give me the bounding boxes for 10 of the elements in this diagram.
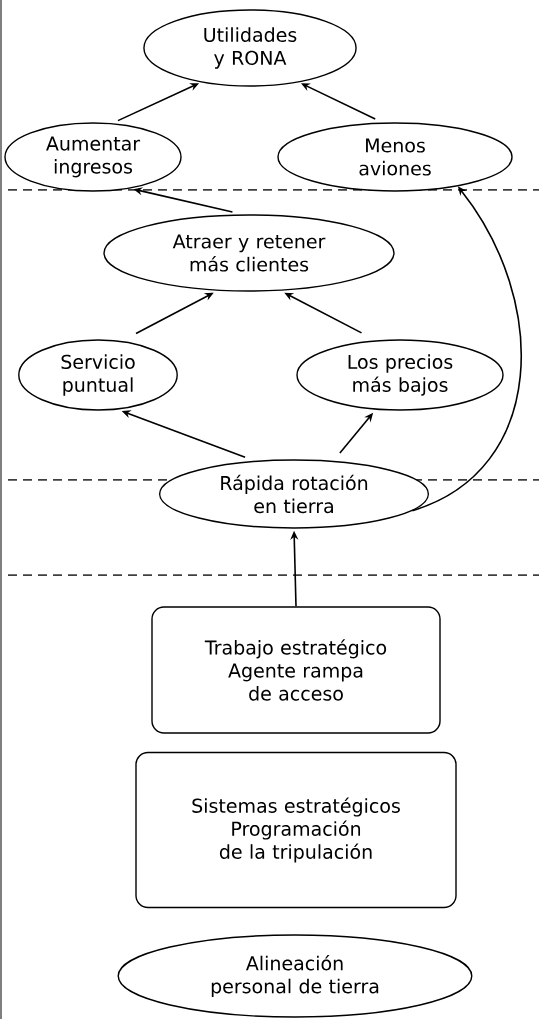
oval-node: Rápida rotación en tierra [158,459,430,529]
oval-node: Los precios más bajos [296,339,504,411]
oval-node: Servicio puntual [18,339,178,411]
oval-node: Utilidades y RONA [143,9,357,87]
rounded-box: Trabajo estratégico Agente rampa de acceso [151,606,441,734]
rounded-box: Sistemas estratégicos Programación de la tripulación [135,751,457,909]
oval-node: Aumentar ingresos [4,122,182,192]
oval-node: Alineación personal de tierra [117,934,473,1018]
oval-node: Atraer y retener más clientes [103,214,395,292]
oval-node: Menos aviones [277,122,513,192]
